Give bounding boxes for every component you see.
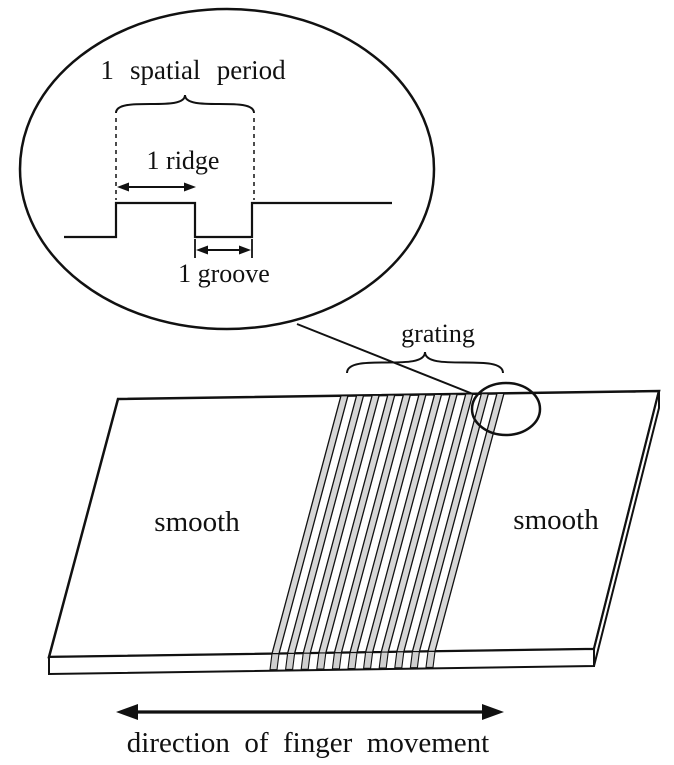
plate-right-face <box>593 390 660 667</box>
direction-label: direction of finger movement <box>127 727 489 759</box>
ridge-label: 1 ridge <box>147 146 220 175</box>
grating-brace <box>346 351 504 374</box>
groove-dimension-arrow <box>194 239 253 258</box>
ridge-dimension-arrow <box>117 182 196 192</box>
magnifier-ellipse <box>18 7 436 331</box>
grating-stripes <box>269 392 505 671</box>
spatial-period-label: 1 spatial period <box>100 55 286 85</box>
grating-ridge-edge-tooth <box>316 652 327 670</box>
grating-label: grating <box>401 319 475 348</box>
grating-ridge-edge-tooth <box>425 650 436 668</box>
surface-profile-waveform <box>64 201 392 239</box>
ridge-arrowhead-right-icon <box>184 182 196 192</box>
groove-label: 1 groove <box>178 259 270 288</box>
plate: smooth smooth <box>47 381 661 676</box>
grating-ridge-edge-tooth <box>300 652 311 670</box>
grating-ridge-edge-tooth <box>284 652 296 671</box>
smooth-right-label: smooth <box>513 504 599 536</box>
smooth-left-label: smooth <box>154 506 240 538</box>
direction-arrowhead-left-icon <box>116 704 138 720</box>
magnifier-connector-line <box>296 323 479 397</box>
direction-arrowhead-right-icon <box>482 704 504 720</box>
grating-ridge-edge-tooth <box>378 651 389 669</box>
ridge-arrowhead-left-icon <box>117 182 129 192</box>
grating-ridge-edge-tooth <box>362 651 374 669</box>
finger-movement-indicator: direction of finger movement <box>116 704 504 759</box>
grating-ridge-edge-tooth <box>409 651 421 669</box>
spatial-period-brace <box>115 94 255 114</box>
groove-arrowhead-right-icon <box>239 245 251 255</box>
grating-ridge-edge-tooth <box>331 652 343 670</box>
magnifier-inset: 1 spatial period 1 ridge 1 groove <box>18 7 436 331</box>
magnified-region-ellipse <box>470 381 542 437</box>
groove-arrowhead-left-icon <box>196 245 208 255</box>
grating-ridge-edge-tooth <box>347 651 358 670</box>
grating-ridge-edge-tooth <box>394 651 405 669</box>
grating-ridge-edge-tooth <box>269 653 280 671</box>
grating-callout: grating <box>346 319 504 374</box>
